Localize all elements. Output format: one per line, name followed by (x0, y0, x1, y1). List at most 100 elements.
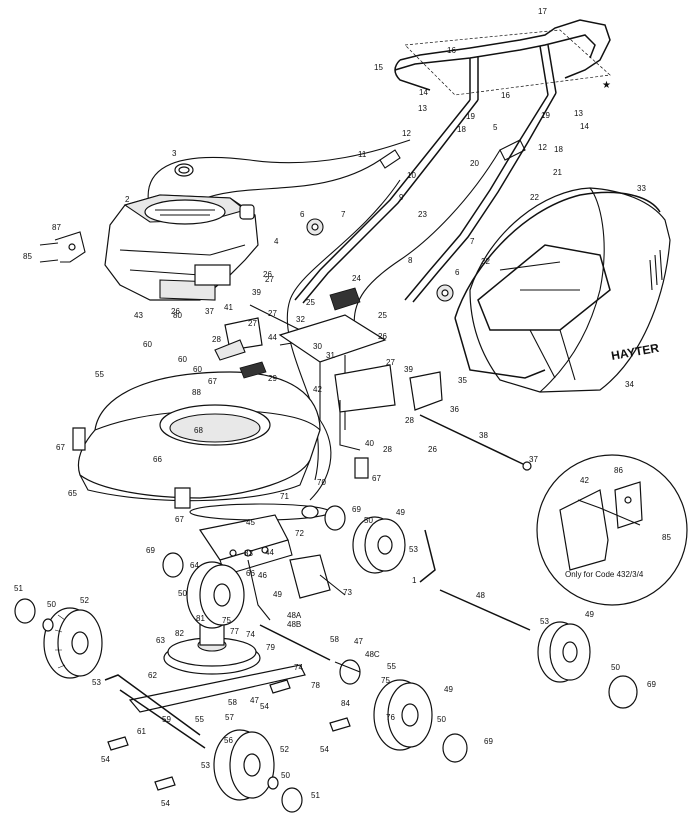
part-label-13b: 13 (574, 109, 583, 118)
part-label-48c: 48C (365, 650, 380, 659)
part-label-12b: 12 (538, 143, 547, 152)
part-label-7b: 7 (470, 237, 475, 246)
part-label-42-inset: 42 (580, 476, 589, 485)
part-label-22b: 22 (481, 257, 490, 266)
part-label-76: 76 (386, 713, 395, 722)
part-label-78: 78 (311, 681, 320, 690)
part-label-67c: 67 (175, 515, 184, 524)
part-label-54a: 54 (101, 755, 110, 764)
part-label-50d: 50 (611, 663, 620, 672)
part-label-6b: 6 (455, 268, 460, 277)
part-label-73: 73 (343, 588, 352, 597)
part-label-16a: 16 (447, 46, 456, 55)
part-label-81: 81 (196, 614, 205, 623)
part-label-39b: 39 (404, 365, 413, 374)
part-label-45: 45 (246, 518, 255, 527)
part-label-27d: 27 (386, 358, 395, 367)
part-label-58b: 58 (330, 635, 339, 644)
part-label-66a: 66 (153, 455, 162, 464)
part-label-22a: 22 (530, 193, 539, 202)
part-label-18a: 18 (457, 125, 466, 134)
part-label-49d: 49 (585, 610, 594, 619)
clips (107, 679, 351, 791)
part-label-50c: 50 (178, 589, 187, 598)
part-label-30: 30 (313, 342, 322, 351)
part-label-25b: 25 (378, 311, 387, 320)
part-label-70: 70 (317, 478, 326, 487)
part-label-72: 72 (295, 529, 304, 538)
part-label-35: 35 (458, 376, 467, 385)
part-label-41: 41 (224, 303, 233, 312)
part-label-8: 8 (408, 256, 413, 265)
part-label-26b: 26 (171, 307, 180, 316)
part-label-67b: 67 (56, 443, 65, 452)
part-label-84: 84 (341, 699, 350, 708)
part-label-60b: 60 (178, 355, 187, 364)
part-label-1: 1 (412, 576, 417, 585)
part-label-3: 3 (172, 149, 177, 158)
part-label-43: 43 (134, 311, 143, 320)
part-label-85a: 85 (23, 252, 32, 261)
part-label-15: 15 (374, 63, 383, 72)
part-label-19b: 19 (541, 111, 550, 120)
part-label-87: 87 (52, 223, 61, 232)
part-label-27a: 27 (265, 275, 274, 284)
part-label-29: 29 (268, 374, 277, 383)
drive-assembly (104, 419, 531, 749)
part-label-31: 31 (326, 351, 335, 360)
part-label-64: 64 (190, 561, 199, 570)
part-label-21: 21 (553, 168, 562, 177)
part-label-52a: 52 (80, 596, 89, 605)
part-label-49c: 49 (444, 685, 453, 694)
part-label-53c: 53 (540, 617, 549, 626)
part-label-65: 65 (68, 489, 77, 498)
inset-detail: Only for Code 432/3/4 (536, 454, 688, 606)
wheels (14, 505, 638, 813)
part-label-44a: 44 (268, 333, 277, 342)
part-label-17: 17 (538, 7, 547, 16)
part-label-48: 48 (476, 591, 485, 600)
part-label-88: 88 (192, 388, 201, 397)
part-label-50a: 50 (47, 600, 56, 609)
part-label-44b: 44 (265, 548, 274, 557)
part-label-86: 86 (614, 466, 623, 475)
part-label-60a: 60 (143, 340, 152, 349)
part-label-55a: 55 (387, 662, 396, 671)
part-label-67d: 67 (372, 474, 381, 483)
part-label-54b: 54 (161, 799, 170, 808)
part-label-14a: 14 (419, 88, 428, 97)
part-label-50b: 50 (364, 516, 373, 525)
part-label-75b: 75 (381, 676, 390, 685)
part-label-69c: 69 (647, 680, 656, 689)
part-label-51b: 51 (311, 791, 320, 800)
part-label-58-left: 55 (95, 370, 104, 379)
star-marker: ★ (602, 80, 611, 91)
part-label-13a: 13 (418, 104, 427, 113)
part-label-51a: 51 (14, 584, 23, 593)
grass-box: HAYTER (454, 187, 671, 393)
part-label-71: 71 (280, 492, 289, 501)
part-label-4: 4 (274, 237, 279, 246)
part-label-16b: 16 (501, 91, 510, 100)
part-label-32: 32 (296, 315, 305, 324)
part-label-28b: 28 (405, 416, 414, 425)
part-label-38: 38 (479, 431, 488, 440)
part-label-62: 62 (148, 671, 157, 680)
part-label-28a: 28 (212, 335, 221, 344)
part-label-55b: 55 (195, 715, 204, 724)
part-label-63: 63 (156, 636, 165, 645)
part-label-68: 68 (194, 426, 203, 435)
mower-deck (72, 287, 532, 509)
part-label-85b: 85 (662, 533, 671, 542)
part-label-74a: 74 (246, 630, 255, 639)
part-label-69d: 69 (484, 737, 493, 746)
part-label-48b: 48B (287, 620, 301, 629)
inset-caption: Only for Code 432/3/4 (565, 570, 644, 579)
part-label-27b: 27 (248, 319, 257, 328)
part-label-57: 57 (225, 713, 234, 722)
part-label-80: 80 (173, 311, 182, 320)
part-label-46: 46 (258, 571, 267, 580)
part-label-26a: 26 (263, 270, 272, 279)
part-label-19a: 19 (466, 112, 475, 121)
part-label-59: 59 (162, 715, 171, 724)
